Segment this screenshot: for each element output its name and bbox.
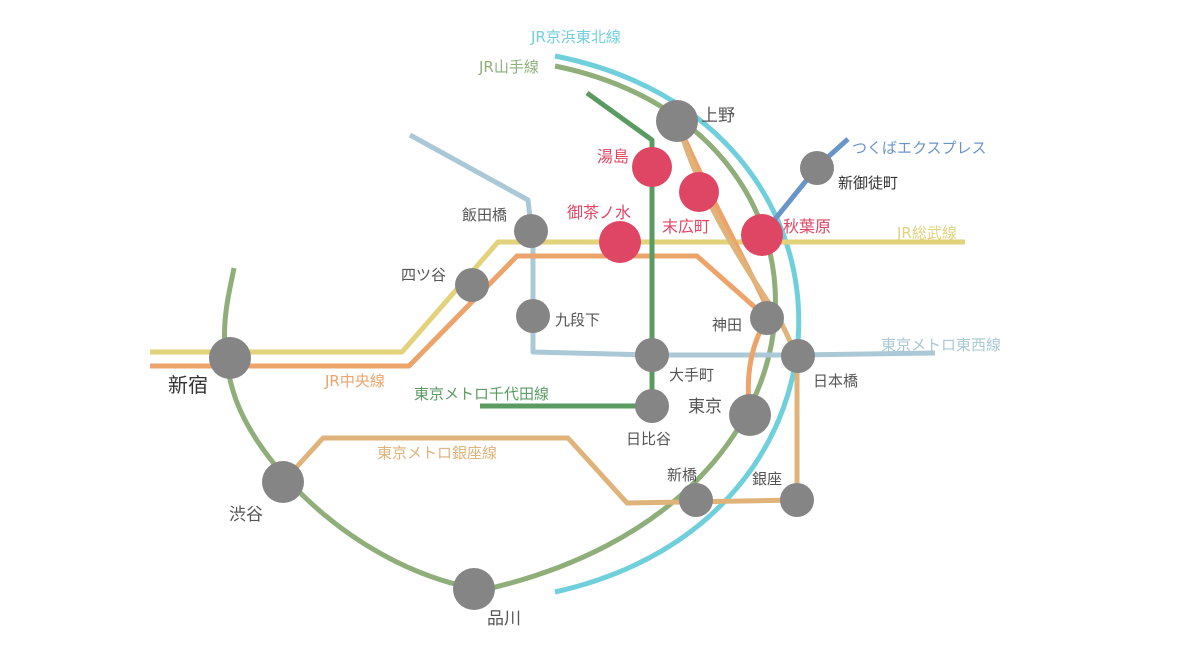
station-tokyo[interactable] xyxy=(729,394,771,436)
station-label-ginza: 銀座 xyxy=(752,470,782,488)
station-label-kudanshita: 九段下 xyxy=(555,311,600,329)
tsukuba-express-label: つくばエクスプレス xyxy=(852,139,987,157)
station-label-tokyo: 東京 xyxy=(688,397,722,417)
station-label-yushima: 湯島 xyxy=(597,147,629,166)
station-ginza[interactable] xyxy=(780,483,814,517)
station-label-shinagawa: 品川 xyxy=(487,609,521,629)
station-shinjuku[interactable] xyxy=(209,337,251,379)
station-kanda[interactable] xyxy=(750,301,784,335)
station-label-hibiya: 日比谷 xyxy=(626,430,671,448)
station-label-shimbashi: 新橋 xyxy=(667,466,697,484)
station-label-iidabashi: 飯田橋 xyxy=(462,206,507,224)
station-akihabara[interactable] xyxy=(741,214,783,256)
station-shinagawa[interactable] xyxy=(453,568,495,610)
station-label-shibuya: 渋谷 xyxy=(229,505,263,525)
station-ochanomizu[interactable] xyxy=(599,221,641,263)
station-iidabashi[interactable] xyxy=(514,214,548,248)
station-shin-okachimachi[interactable] xyxy=(800,151,834,185)
station-hibiya[interactable] xyxy=(635,389,669,423)
keihin-tohoku-label: JR京浜東北線 xyxy=(530,28,621,46)
station-label-kanda: 神田 xyxy=(712,316,742,334)
station-label-shinjuku: 新宿 xyxy=(168,373,208,397)
station-yotsuya[interactable] xyxy=(455,268,489,302)
station-yushima[interactable] xyxy=(632,147,672,187)
yamanote-label: JR山手線 xyxy=(478,58,539,76)
tozai-line xyxy=(408,132,936,358)
station-shibuya[interactable] xyxy=(262,461,304,503)
station-label-suehirocho: 末広町 xyxy=(662,217,710,236)
chiyoda-label: 東京メトロ千代田線 xyxy=(414,385,549,403)
ginza-line-label: 東京メトロ銀座線 xyxy=(377,444,497,462)
tozai-label: 東京メトロ東西線 xyxy=(881,336,1001,354)
station-label-ochanomizu: 御茶ノ水 xyxy=(567,203,631,222)
station-shimbashi[interactable] xyxy=(679,483,713,517)
station-nihombashi[interactable] xyxy=(781,339,815,373)
sobu-label: JR総武線 xyxy=(896,224,957,242)
station-label-nihombashi: 日本橋 xyxy=(813,372,858,390)
station-suehirocho[interactable] xyxy=(679,172,719,212)
chuo-label: JR中央線 xyxy=(324,372,385,390)
station-label-otemachi: 大手町 xyxy=(669,366,714,384)
station-label-ueno: 上野 xyxy=(701,106,735,126)
station-label-akihabara: 秋葉原 xyxy=(783,217,831,236)
station-ueno[interactable] xyxy=(656,100,698,142)
yamanote-line-west xyxy=(221,267,484,593)
station-label-shin-okachimachi: 新御徒町 xyxy=(838,174,898,192)
station-otemachi[interactable] xyxy=(635,338,669,372)
station-kudanshita[interactable] xyxy=(516,299,550,333)
station-label-yotsuya: 四ツ谷 xyxy=(401,266,446,284)
